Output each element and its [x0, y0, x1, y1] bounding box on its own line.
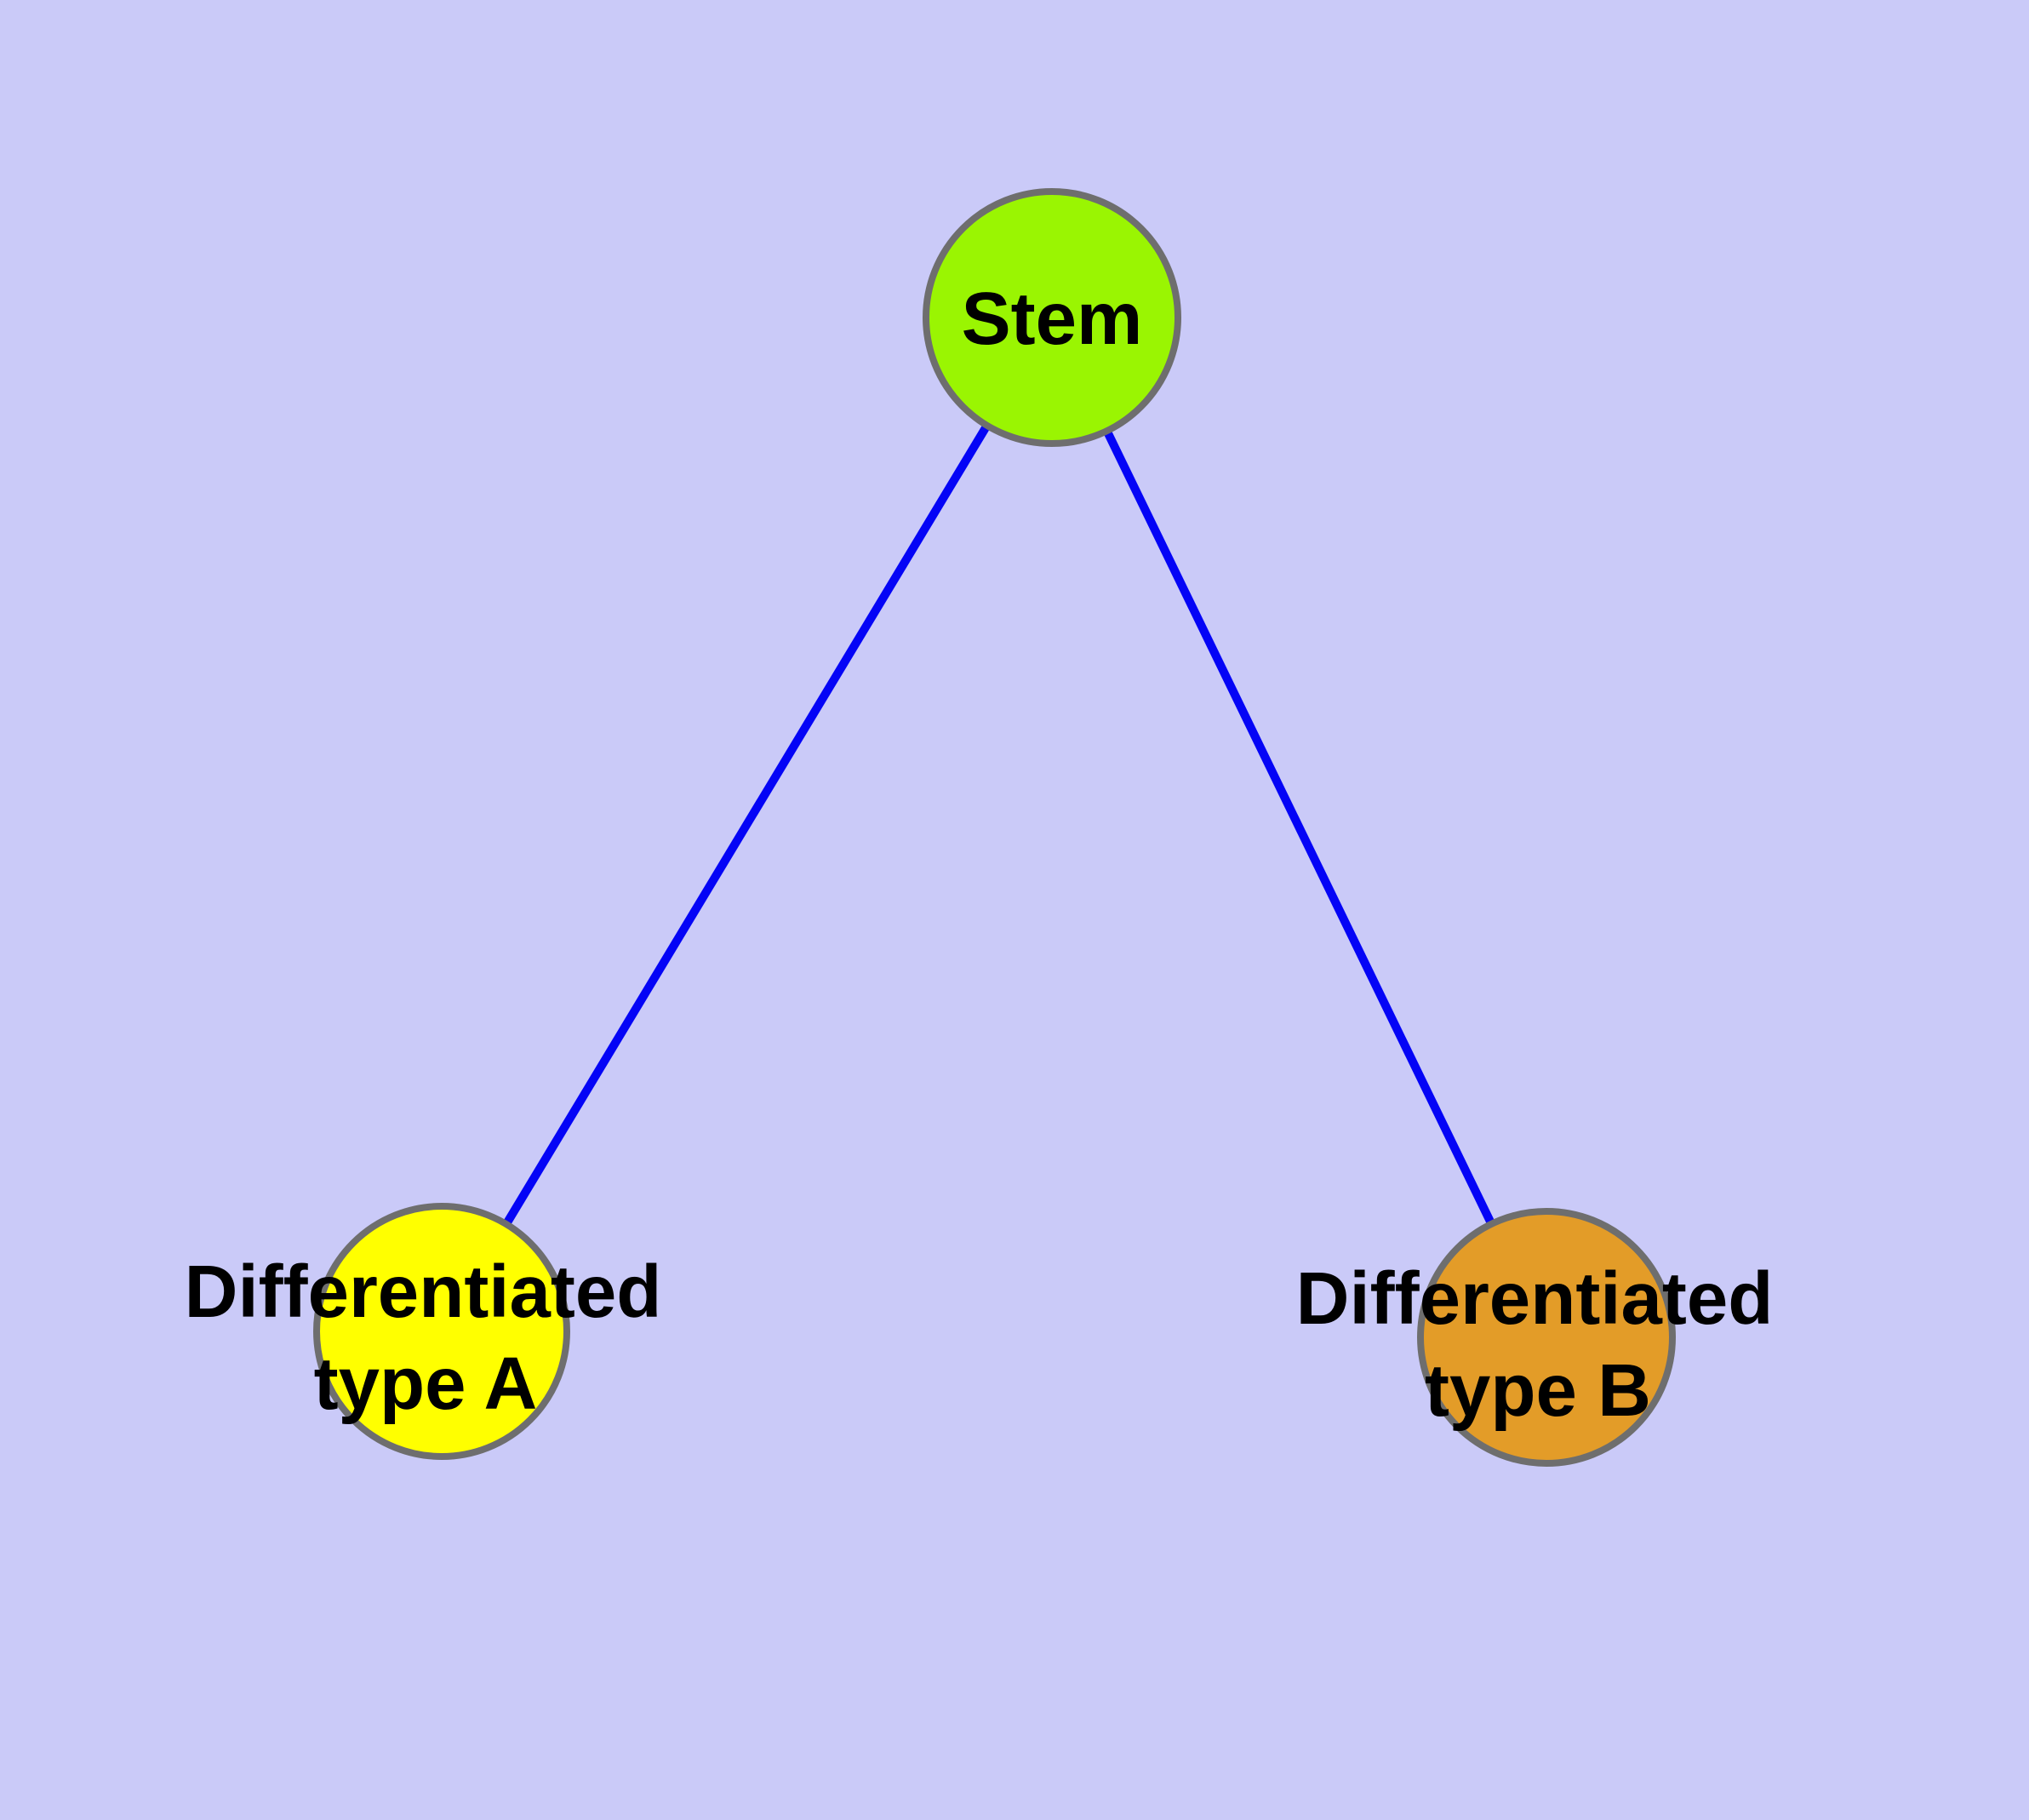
- node-stem-circle: [923, 188, 1181, 447]
- node-stem-label: Stem: [962, 278, 1143, 360]
- edge-stem-to-type-a: [437, 315, 1056, 1334]
- node-type-b-label-line2: type B: [1425, 1349, 1651, 1432]
- node-type-a-label-line2: type A: [314, 1342, 538, 1425]
- node-type-b-circle: [1417, 1208, 1676, 1467]
- node-type-a-circle: [313, 1203, 570, 1460]
- edge-stem-to-type-b: [1048, 315, 1551, 1340]
- node-type-b-label-line1: Differentiated: [1296, 1257, 1774, 1340]
- node-type-a-label-line1: Differentiated: [185, 1251, 662, 1333]
